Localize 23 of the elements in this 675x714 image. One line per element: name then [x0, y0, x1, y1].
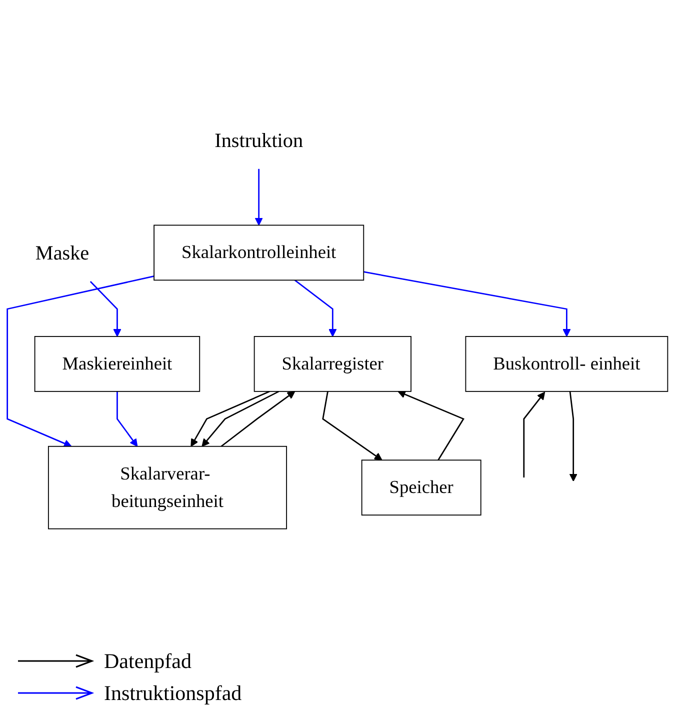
node-box: Skalarkontrolleinheit: [154, 224, 364, 281]
node-box: Skalarregister: [254, 336, 412, 392]
arrow: [569, 391, 578, 482]
node-box: Buskontroll- einheit: [465, 336, 668, 392]
legend-text: Instruktionspfad: [104, 680, 242, 706]
arrow: [190, 390, 270, 447]
arrow: [90, 281, 122, 337]
arrow: [254, 168, 263, 226]
arrow: [364, 271, 571, 337]
arrow: [322, 391, 382, 460]
arrow: [6, 275, 154, 448]
arrow: [523, 392, 546, 478]
arrow: [398, 390, 464, 460]
node-box: Speicher: [361, 460, 482, 516]
node-box: Maskiereinheit: [34, 336, 200, 392]
arrow: [202, 390, 280, 447]
arrow: [220, 391, 296, 447]
legend-text: Datenpfad: [104, 648, 192, 674]
arrow: [116, 391, 138, 447]
node-text: Instruktion: [214, 128, 304, 152]
node-text: Maske: [35, 241, 90, 264]
arrow: [294, 280, 337, 337]
node-box: Skalarverar- beitungseinheit: [48, 446, 287, 530]
